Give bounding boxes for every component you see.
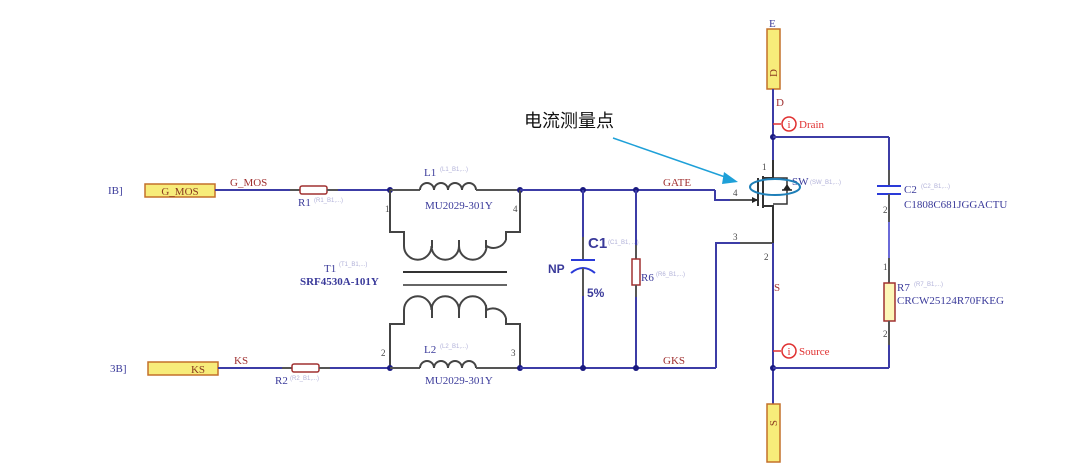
t1-secondary-lead-left bbox=[389, 318, 405, 367]
c1-designator: C1 bbox=[588, 235, 607, 252]
l1-param: (L1_B1,...) bbox=[440, 167, 468, 173]
ks-port-body bbox=[147, 361, 219, 376]
r6-resistor[interactable] bbox=[631, 258, 641, 286]
wire-kelvin bbox=[715, 242, 740, 368]
source-probe-label: Source bbox=[799, 346, 830, 358]
d-port-body bbox=[766, 28, 781, 90]
junction bbox=[633, 365, 639, 371]
q-pin-3-label: 3 bbox=[733, 232, 738, 242]
r7-value: CRCW25124R70FKEG bbox=[897, 295, 1004, 307]
net-label-gate: GATE bbox=[663, 177, 691, 189]
l2-inductor[interactable] bbox=[419, 360, 477, 369]
t1-primary-winding[interactable] bbox=[403, 239, 507, 261]
q-body-diode-path bbox=[773, 177, 788, 205]
source-probe-icon-text: i bbox=[787, 346, 790, 358]
l1-pin-1: 1 bbox=[385, 204, 390, 214]
net-label-g-mos: G_MOS bbox=[230, 177, 267, 189]
r1-param: (R1_B1,...) bbox=[314, 198, 343, 204]
t1-param: (T1_B1,...) bbox=[339, 262, 367, 268]
l1-designator: L1 bbox=[424, 167, 436, 179]
ks-port[interactable]: 3B] KS bbox=[110, 361, 219, 376]
l1-inductor[interactable] bbox=[419, 182, 477, 191]
probe-icon bbox=[781, 116, 797, 132]
l2-designator: L2 bbox=[424, 344, 436, 356]
t1-value: SRF4530A-101Y bbox=[300, 276, 379, 288]
r6-designator: R6 bbox=[641, 272, 654, 284]
q-gate-arrow bbox=[752, 197, 758, 203]
ks-port-prefix: 3B] bbox=[110, 363, 127, 375]
c1-np-label: NP bbox=[548, 262, 565, 276]
ks-port-label: KS bbox=[191, 364, 205, 376]
net-label-d: D bbox=[776, 97, 784, 109]
r2-param: (R2_B1,...) bbox=[290, 376, 319, 382]
r2-resistor[interactable] bbox=[291, 363, 320, 373]
r1-designator: R1 bbox=[298, 197, 311, 209]
q-designator: SW bbox=[792, 176, 809, 188]
source-probe[interactable]: i Source bbox=[781, 343, 830, 359]
l2-value: MU2029-301Y bbox=[425, 375, 493, 387]
drain-probe-icon-text: i bbox=[787, 119, 790, 131]
r6-param: (R6_B1,...) bbox=[656, 272, 685, 278]
annotation-label: 电流测量点 bbox=[524, 111, 614, 132]
mosfet-q[interactable] bbox=[757, 160, 792, 243]
g-mos-port-label: G_MOS bbox=[161, 186, 198, 198]
d-port[interactable]: E D bbox=[766, 18, 781, 90]
q-pin-1-label: 1 bbox=[762, 162, 767, 172]
g-mos-port-prefix: IB] bbox=[108, 185, 123, 197]
r7-resistor[interactable] bbox=[883, 282, 896, 322]
annotation-arrowhead bbox=[722, 172, 738, 184]
r1-resistor[interactable] bbox=[299, 185, 328, 195]
q-body-diode bbox=[783, 184, 791, 190]
q-param: (SW_B1,...) bbox=[810, 180, 841, 186]
l1-pin-4: 4 bbox=[513, 204, 518, 214]
q-pin-2-label: 2 bbox=[764, 252, 769, 262]
l2-pin-3: 3 bbox=[511, 348, 516, 358]
t1-primary-lead-right bbox=[505, 190, 521, 240]
g-mos-port[interactable]: IB] G_MOS bbox=[108, 183, 216, 198]
junction bbox=[580, 365, 586, 371]
drain-probe[interactable]: i Drain bbox=[781, 116, 825, 132]
l1-value: MU2029-301Y bbox=[425, 200, 493, 212]
drain-probe-label: Drain bbox=[799, 119, 825, 131]
s-port[interactable]: S bbox=[766, 403, 781, 463]
q-pin-4-label: 4 bbox=[733, 188, 738, 198]
q-source-lead bbox=[763, 205, 774, 243]
annotation-arrow-line bbox=[612, 137, 729, 179]
r7-designator: R7 bbox=[897, 282, 910, 294]
t1-designator: T1 bbox=[324, 263, 336, 275]
measurement-point-ellipse bbox=[749, 178, 801, 196]
r2-designator: R2 bbox=[275, 375, 288, 387]
c2-designator: C2 bbox=[904, 184, 917, 196]
d-port-label: D bbox=[768, 69, 780, 77]
l2-pin-2: 2 bbox=[381, 348, 386, 358]
c2-param: (C2_B1,...) bbox=[921, 184, 950, 190]
r7-pin-2-label: 2 bbox=[883, 329, 888, 339]
t1-secondary-lead-right bbox=[505, 318, 521, 367]
wire-gate-to-q bbox=[714, 190, 730, 201]
net-label-s: S bbox=[774, 282, 780, 294]
net-label-ks: KS bbox=[234, 355, 248, 367]
l2-param: (L2_B1,...) bbox=[440, 344, 468, 350]
d-port-prefix: E bbox=[769, 18, 776, 30]
t1-primary-lead-left bbox=[389, 190, 405, 240]
c1-tolerance: 5% bbox=[587, 286, 605, 300]
s-port-label: S bbox=[768, 420, 780, 426]
r7-param: (R7_B1,...) bbox=[914, 282, 943, 288]
r7-pin-1-label: 1 bbox=[883, 262, 888, 272]
c2-pin-2-label: 2 bbox=[883, 205, 888, 215]
c2-value: C1808C681JGGACTU bbox=[904, 199, 1007, 211]
net-label-gks: GKS bbox=[663, 355, 685, 367]
s-port-body bbox=[766, 403, 781, 463]
t1-secondary-winding[interactable] bbox=[403, 295, 507, 319]
probe-icon bbox=[781, 343, 797, 359]
c1-param: (C1_B1, ...) bbox=[608, 240, 639, 246]
